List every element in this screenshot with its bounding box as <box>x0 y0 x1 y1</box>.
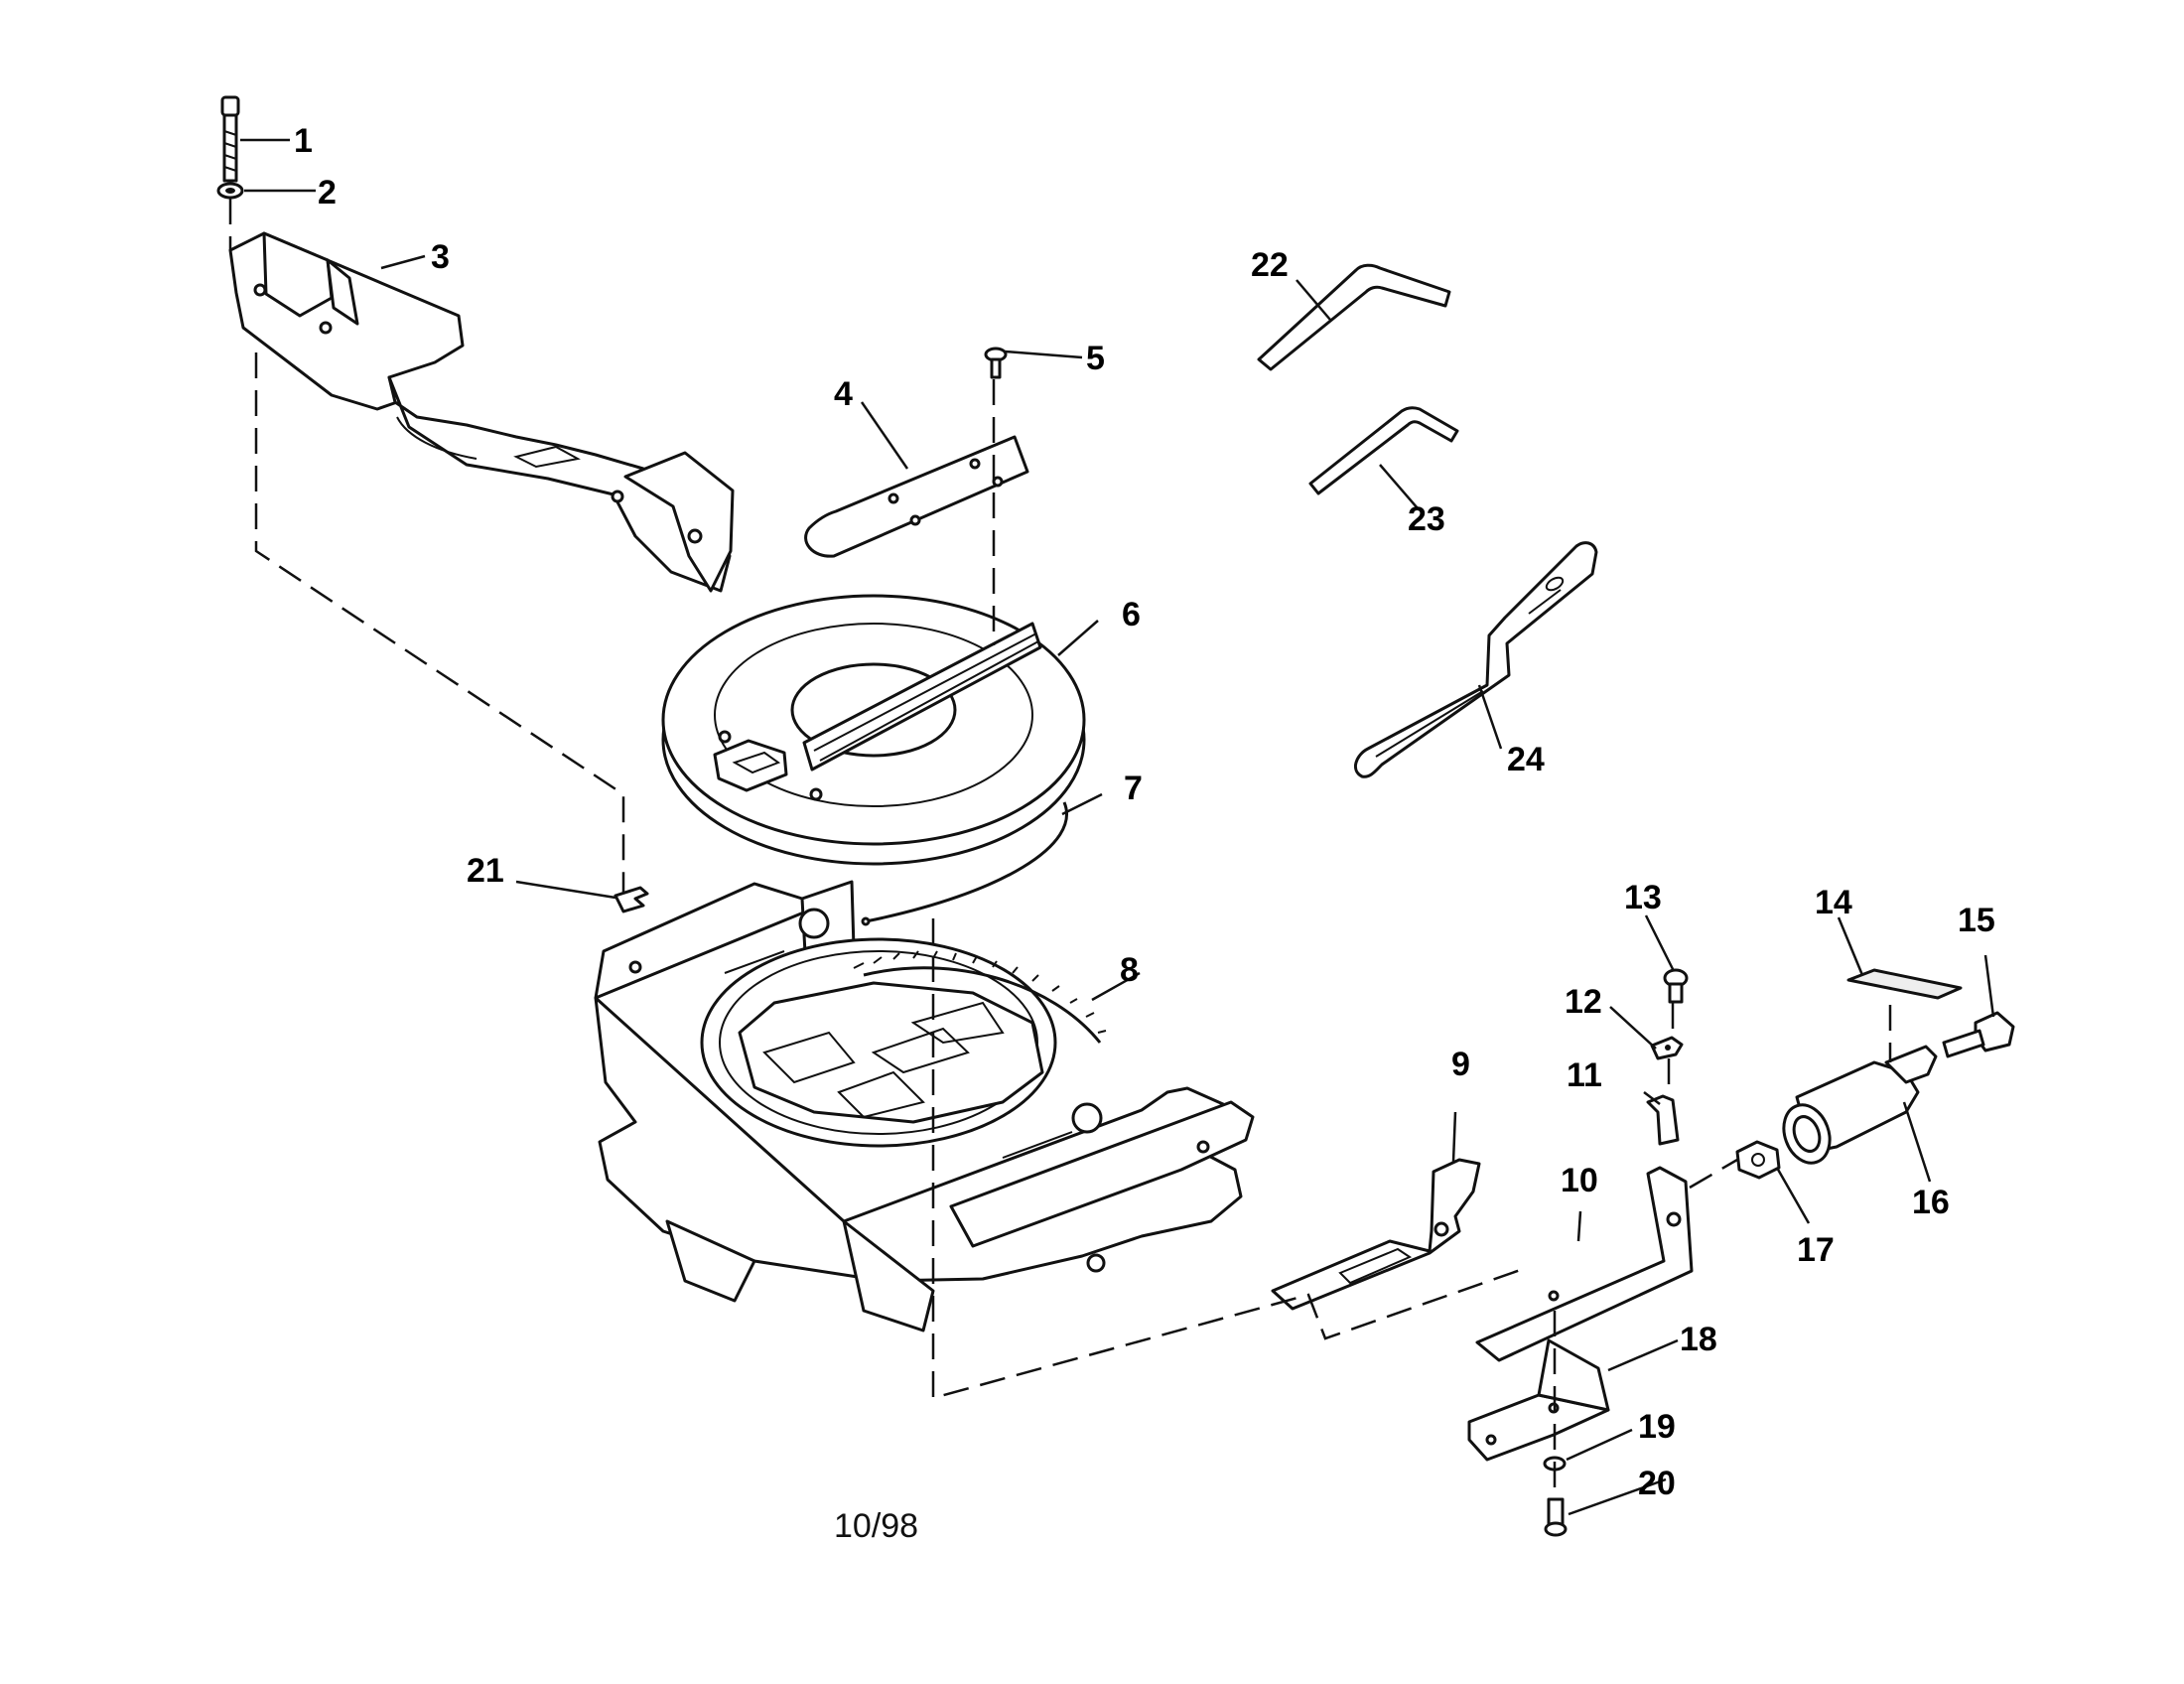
part-10-lock-lever <box>1475 1166 1694 1362</box>
date-code: 10/98 <box>834 1507 918 1545</box>
callout-16: 16 <box>1912 1184 1950 1221</box>
part-7-indicator-wire <box>861 801 1068 926</box>
callout-14: 14 <box>1815 884 1852 921</box>
callout-6: 6 <box>1122 596 1141 633</box>
part-15-bolt <box>1942 1011 2015 1058</box>
part-17-nut <box>1735 1140 1781 1180</box>
part-14-label <box>1846 968 1963 1000</box>
callout-7: 7 <box>1124 770 1143 807</box>
callout-9: 9 <box>1451 1046 1470 1083</box>
callout-21: 21 <box>467 852 504 890</box>
assembly-lines <box>228 199 1892 1499</box>
part-24-blade-wrench <box>1353 541 1598 778</box>
part-23-hex-wrench <box>1308 406 1459 495</box>
callout-10: 10 <box>1561 1162 1598 1199</box>
callout-13: 13 <box>1624 879 1662 916</box>
part-4-table-insert <box>804 435 1029 558</box>
part-12-plate <box>1650 1036 1684 1060</box>
part-3-fence <box>228 231 735 593</box>
part-21-clip <box>614 886 649 913</box>
part-2-washer <box>216 182 244 200</box>
callout-12: 12 <box>1565 983 1602 1021</box>
callout-8: 8 <box>1120 951 1139 989</box>
part-18-bracket <box>1467 1338 1610 1462</box>
callout-2: 2 <box>318 174 337 211</box>
part-22-hex-wrench <box>1257 263 1451 371</box>
callout-22: 22 <box>1251 246 1289 284</box>
callout-24: 24 <box>1507 741 1545 778</box>
callout-numbers: 1 2 3 4 5 6 7 8 9 10 11 12 13 14 15 16 1… <box>294 122 1995 1502</box>
part-16-handle <box>1782 1045 1938 1165</box>
callout-5: 5 <box>1086 340 1105 377</box>
callout-11: 11 <box>1567 1056 1602 1094</box>
callout-18: 18 <box>1680 1321 1717 1358</box>
callout-1: 1 <box>294 122 313 160</box>
part-9-lock-bracket <box>1271 1158 1481 1311</box>
callout-23: 23 <box>1408 500 1445 538</box>
part-5-screw <box>984 347 1008 379</box>
part-6-turntable <box>661 594 1086 866</box>
callout-3: 3 <box>431 238 450 276</box>
part-13-screw <box>1663 968 1689 1004</box>
part-20-screw <box>1544 1497 1568 1537</box>
callout-20: 20 <box>1638 1465 1676 1502</box>
callout-4: 4 <box>834 375 853 413</box>
callout-leaders <box>240 138 1995 1516</box>
callout-17: 17 <box>1797 1231 1835 1269</box>
part-8-base <box>594 880 1255 1333</box>
part-11-clip <box>1646 1094 1680 1146</box>
part-1-cap-screw <box>220 95 240 183</box>
callout-19: 19 <box>1638 1408 1676 1446</box>
callout-15: 15 <box>1958 902 1995 939</box>
